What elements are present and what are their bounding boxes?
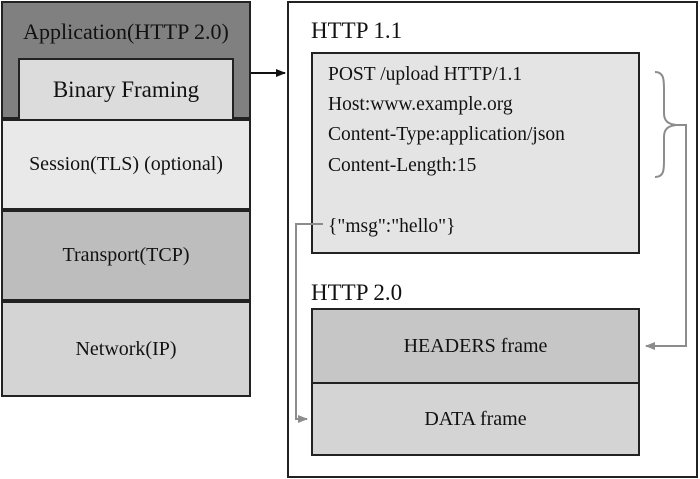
request-line: POST /upload HTTP/1.1 (328, 64, 523, 85)
application-layer-label: Application(HTTP 2.0) (23, 19, 229, 44)
http2-heading: HTTP 2.0 (311, 280, 403, 305)
body-mapping-arrow (295, 223, 323, 423)
transport-layer: Transport(TCP) (1, 210, 251, 301)
http11-heading: HTTP 1.1 (311, 18, 403, 43)
host-header: Host:www.example.org (328, 94, 513, 115)
headers-frame: HEADERS frame (311, 308, 640, 384)
binary-framing-layer: Binary Framing (18, 58, 234, 119)
session-layer: Session(TLS) (optional) (1, 119, 251, 210)
data-frame: DATA frame (311, 382, 640, 456)
content-length-header: Content-Length:15 (328, 155, 477, 176)
headers-mapping-arrow (645, 124, 687, 350)
http11-request-box (311, 52, 640, 254)
request-body: {"msg":"hello"} (328, 216, 456, 237)
headers-brace (654, 71, 677, 178)
content-type-header: Content-Type:application/json (328, 124, 565, 145)
network-layer: Network(IP) (1, 301, 251, 397)
